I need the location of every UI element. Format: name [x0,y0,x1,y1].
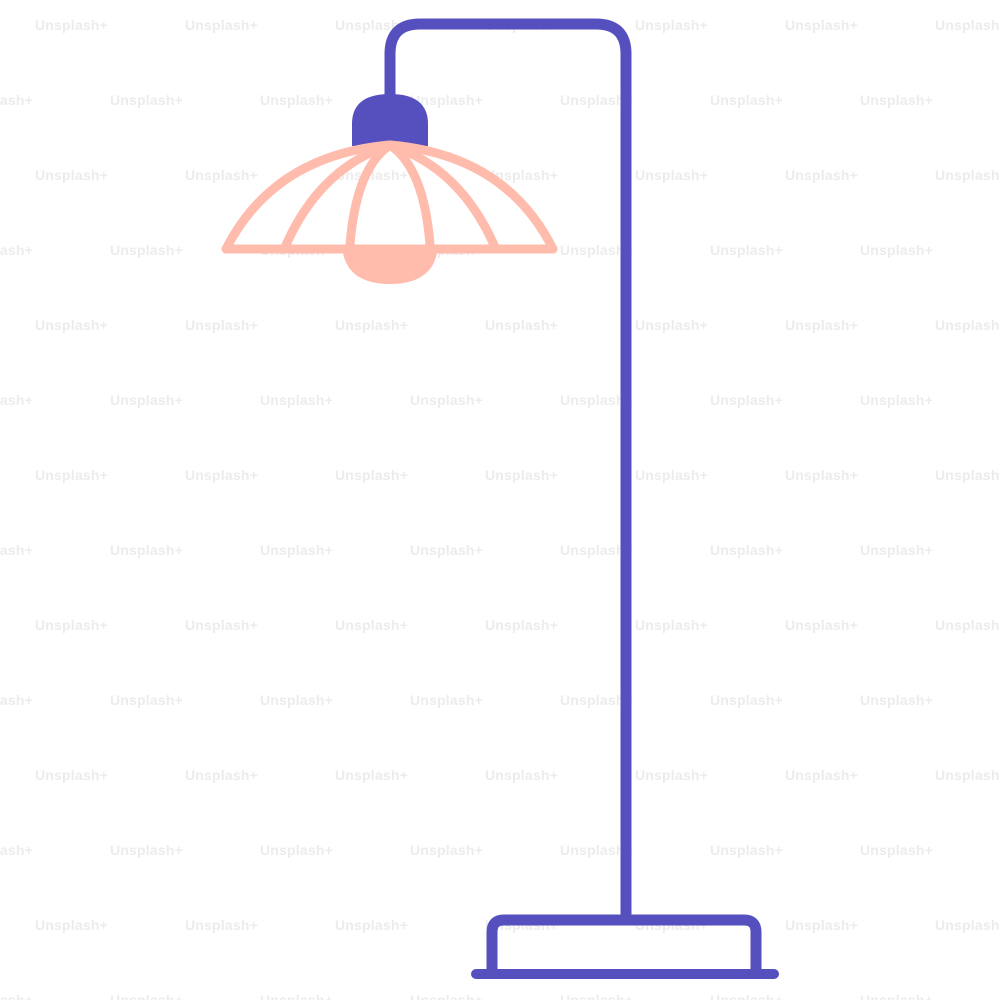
lamp-base-top [486,914,762,976]
lamp-socket [352,94,428,146]
lamp-shade-rib-right-outer [385,140,499,250]
lamp-shade-outline [221,140,558,254]
lamp-stem [384,18,632,922]
lamp-shade-rib-left-outer [281,140,395,250]
lamp-shade [221,140,558,254]
lamp-bulb [342,246,438,284]
lamp-shade-rib-left-inner [345,140,395,250]
